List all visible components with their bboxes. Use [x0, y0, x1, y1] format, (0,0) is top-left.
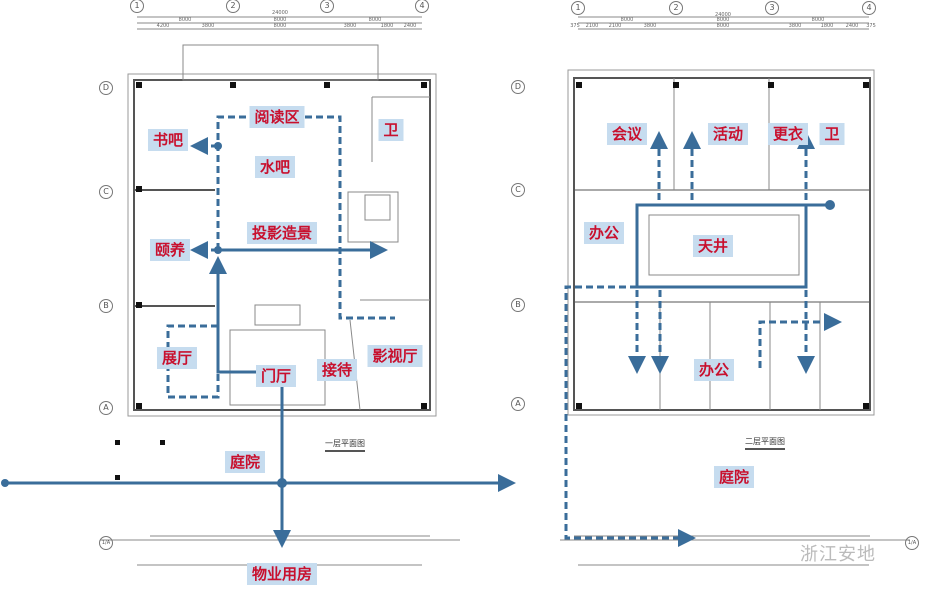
room-lobby: 门厅	[255, 365, 297, 387]
room-atrium: 天井	[692, 235, 734, 257]
dimension: 8000	[716, 17, 730, 23]
axis-col-1: 1	[130, 0, 144, 13]
path-nodes	[1, 142, 835, 488]
axis-row-c: C	[99, 185, 113, 199]
room-restroom: 卫	[378, 119, 404, 141]
axis-col-4: 4	[415, 0, 429, 13]
room-wellness: 颐养	[149, 239, 191, 261]
columns	[115, 82, 869, 480]
dimension: 375	[570, 23, 580, 29]
room-projection-landscape: 投影造景	[246, 222, 318, 244]
plan-title-floor-1: 一层平面图	[325, 438, 365, 452]
dimension: 24000	[272, 10, 288, 16]
room-meeting: 会议	[606, 123, 648, 145]
dimension: 8000	[620, 17, 634, 23]
axis-col-3: 3	[320, 0, 334, 13]
dimension: 8000	[273, 23, 287, 29]
room-property-office: 物业用房	[246, 563, 318, 585]
axis-row-a: A	[99, 401, 113, 415]
axis-row-b: B	[511, 298, 525, 312]
solid-circulation-paths	[5, 203, 830, 548]
room-reception: 接待	[316, 359, 358, 381]
axis-row-c: C	[511, 183, 525, 197]
plan-title-floor-2: 二层平面图	[745, 436, 785, 450]
room-changing: 更衣	[767, 123, 809, 145]
dimension: 4200	[156, 23, 170, 29]
dimension: 8000	[368, 17, 382, 23]
axis-col-2: 2	[669, 1, 683, 15]
axis-row-d: D	[99, 81, 113, 95]
dimension: 3800	[343, 23, 357, 29]
dimension: 24000	[715, 12, 731, 18]
dimension: 2400	[845, 23, 859, 29]
axis-row-1a: 1/A	[905, 536, 919, 550]
axis-col-3: 3	[765, 1, 779, 15]
room-cinema: 影视厅	[367, 345, 423, 367]
dimension: 3800	[788, 23, 802, 29]
axis-col-1: 1	[571, 1, 585, 15]
dimension: 2100	[585, 23, 599, 29]
dimension: 2100	[608, 23, 622, 29]
dimension: 1800	[380, 23, 394, 29]
axis-row-1a: 1/A	[99, 536, 113, 550]
dimension: 2400	[403, 23, 417, 29]
dimension: 8000	[811, 17, 825, 23]
dashed-circulation-paths	[166, 115, 842, 547]
axis-col-4: 4	[862, 1, 876, 15]
axis-row-d: D	[511, 80, 525, 94]
room-exhibition-hall: 展厅	[156, 347, 198, 369]
room-restroom: 卫	[819, 123, 845, 145]
room-courtyard: 庭院	[224, 451, 266, 473]
room-reading-area: 阅读区	[249, 106, 305, 128]
dimension: 3800	[201, 23, 215, 29]
dimension: 1800	[820, 23, 834, 29]
dimension: 8000	[716, 23, 730, 29]
dimension: 8000	[273, 17, 287, 23]
room-office: 办公	[583, 222, 625, 244]
room-courtyard: 庭院	[713, 466, 755, 488]
room-office: 办公	[693, 359, 735, 381]
axis-col-2: 2	[226, 0, 240, 13]
dimension: 8000	[178, 17, 192, 23]
axis-row-a: A	[511, 397, 525, 411]
room-book-bar: 书吧	[147, 129, 189, 151]
room-water-bar: 水吧	[254, 156, 296, 178]
watermark: 浙江安地	[800, 544, 876, 565]
dimension: 375	[866, 23, 876, 29]
axis-row-b: B	[99, 299, 113, 313]
room-activity: 活动	[707, 123, 749, 145]
dimension: 3800	[643, 23, 657, 29]
